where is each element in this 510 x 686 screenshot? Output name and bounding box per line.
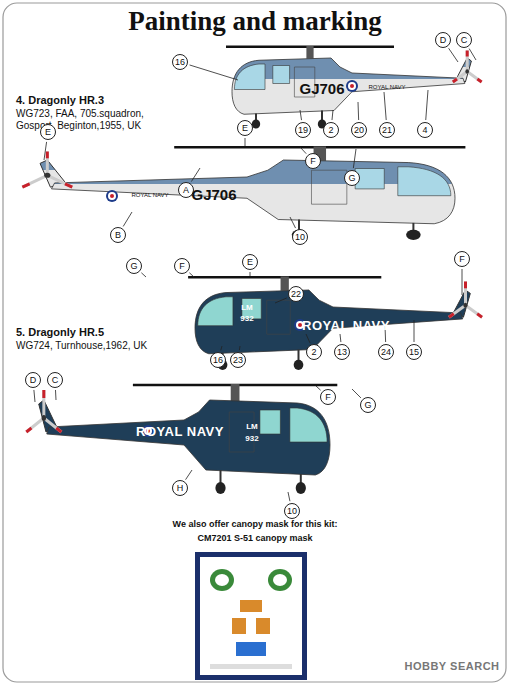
royal-navy-marking: ROYAL NAVY bbox=[131, 192, 168, 198]
leader-line bbox=[300, 147, 306, 154]
ad-note: We also offer canopy mask for this kit: bbox=[173, 519, 338, 529]
callout-number: F bbox=[305, 153, 321, 169]
callout-number: 23 bbox=[230, 352, 246, 368]
callout-number: F bbox=[454, 251, 470, 267]
callout-number: H bbox=[172, 480, 188, 496]
leader-line bbox=[123, 212, 132, 226]
leader-line bbox=[449, 48, 458, 62]
leader-line bbox=[190, 65, 238, 80]
callout-number: D bbox=[25, 372, 41, 388]
leader-line bbox=[300, 110, 302, 120]
callout-number: 15 bbox=[406, 344, 422, 360]
page-title: Painting and marking bbox=[0, 6, 510, 37]
code-marking: LM bbox=[246, 422, 258, 431]
callout-number: 21 bbox=[379, 122, 395, 138]
callout-number: 4 bbox=[417, 122, 433, 138]
leader-line bbox=[426, 90, 428, 120]
callout-number: 10 bbox=[292, 229, 308, 245]
leader-line bbox=[469, 49, 476, 60]
leader-line bbox=[245, 138, 246, 146]
leader-line bbox=[353, 149, 356, 168]
callout-number: D bbox=[435, 32, 451, 48]
royal-navy-marking: ROYAL NAVY bbox=[136, 424, 224, 439]
code-marking: 932 bbox=[245, 434, 258, 443]
royal-navy-marking: ROYAL NAVY bbox=[368, 84, 405, 90]
leader-line bbox=[358, 102, 360, 120]
callout-number: F bbox=[174, 258, 190, 274]
callout-number: E bbox=[242, 254, 258, 270]
leader-line bbox=[44, 142, 47, 160]
leader-line bbox=[290, 217, 296, 228]
callout-number: F bbox=[320, 389, 336, 405]
leader-line bbox=[414, 320, 415, 342]
scheme-note: WG724, Turnhouse,1962, UK bbox=[16, 340, 181, 352]
royal-navy-marking: ROYAL NAVY bbox=[302, 318, 390, 333]
callout-number: G bbox=[126, 258, 142, 274]
leader-line bbox=[275, 298, 287, 303]
scheme-heading: 5. Dragonly HR.5 bbox=[16, 326, 104, 338]
callout-number: 2 bbox=[306, 344, 322, 360]
callout-number: B bbox=[110, 227, 126, 243]
serial-marking: GJ706 bbox=[191, 186, 236, 203]
serial-marking: GJ706 bbox=[299, 80, 344, 97]
callout-number: G bbox=[360, 397, 376, 413]
watermark: HOBBY SEARCH bbox=[404, 660, 499, 672]
leader-line bbox=[316, 386, 321, 390]
callout-number: E bbox=[237, 120, 253, 136]
callout-number: 13 bbox=[334, 344, 350, 360]
leader-line bbox=[186, 470, 192, 480]
leader-line bbox=[340, 334, 342, 342]
ad-note: CM7201 S-51 canopy mask bbox=[197, 533, 312, 543]
leader-line bbox=[141, 273, 146, 277]
leader-line bbox=[189, 273, 194, 277]
leader-line bbox=[191, 168, 200, 182]
callout-number: 20 bbox=[351, 122, 367, 138]
leader-line bbox=[34, 390, 35, 402]
code-marking: LM bbox=[241, 303, 253, 312]
leader-line bbox=[55, 390, 57, 400]
callout-number: C bbox=[456, 32, 472, 48]
callout-number: C bbox=[47, 372, 63, 388]
callout-number: 22 bbox=[288, 286, 304, 302]
callout-number: G bbox=[344, 170, 360, 186]
leader-line bbox=[306, 334, 310, 343]
code-marking: 932 bbox=[240, 314, 253, 323]
leader-line bbox=[221, 346, 222, 350]
leader-line bbox=[288, 492, 290, 501]
callout-number: 19 bbox=[295, 122, 311, 138]
scheme-heading: 4. Dragonly HR.3 bbox=[16, 94, 104, 106]
leader-line bbox=[250, 272, 251, 276]
callout-number: E bbox=[40, 124, 56, 140]
callout-number: 2 bbox=[323, 122, 339, 138]
leader-line bbox=[384, 92, 386, 120]
leader-line bbox=[239, 346, 241, 350]
callout-number: 16 bbox=[172, 54, 188, 70]
callout-number: 24 bbox=[378, 344, 394, 360]
leader-line bbox=[332, 110, 333, 120]
callout-number: 16 bbox=[210, 352, 226, 368]
leader-line bbox=[352, 389, 361, 398]
leader-line bbox=[462, 269, 463, 295]
callout-number: 10 bbox=[284, 503, 300, 519]
